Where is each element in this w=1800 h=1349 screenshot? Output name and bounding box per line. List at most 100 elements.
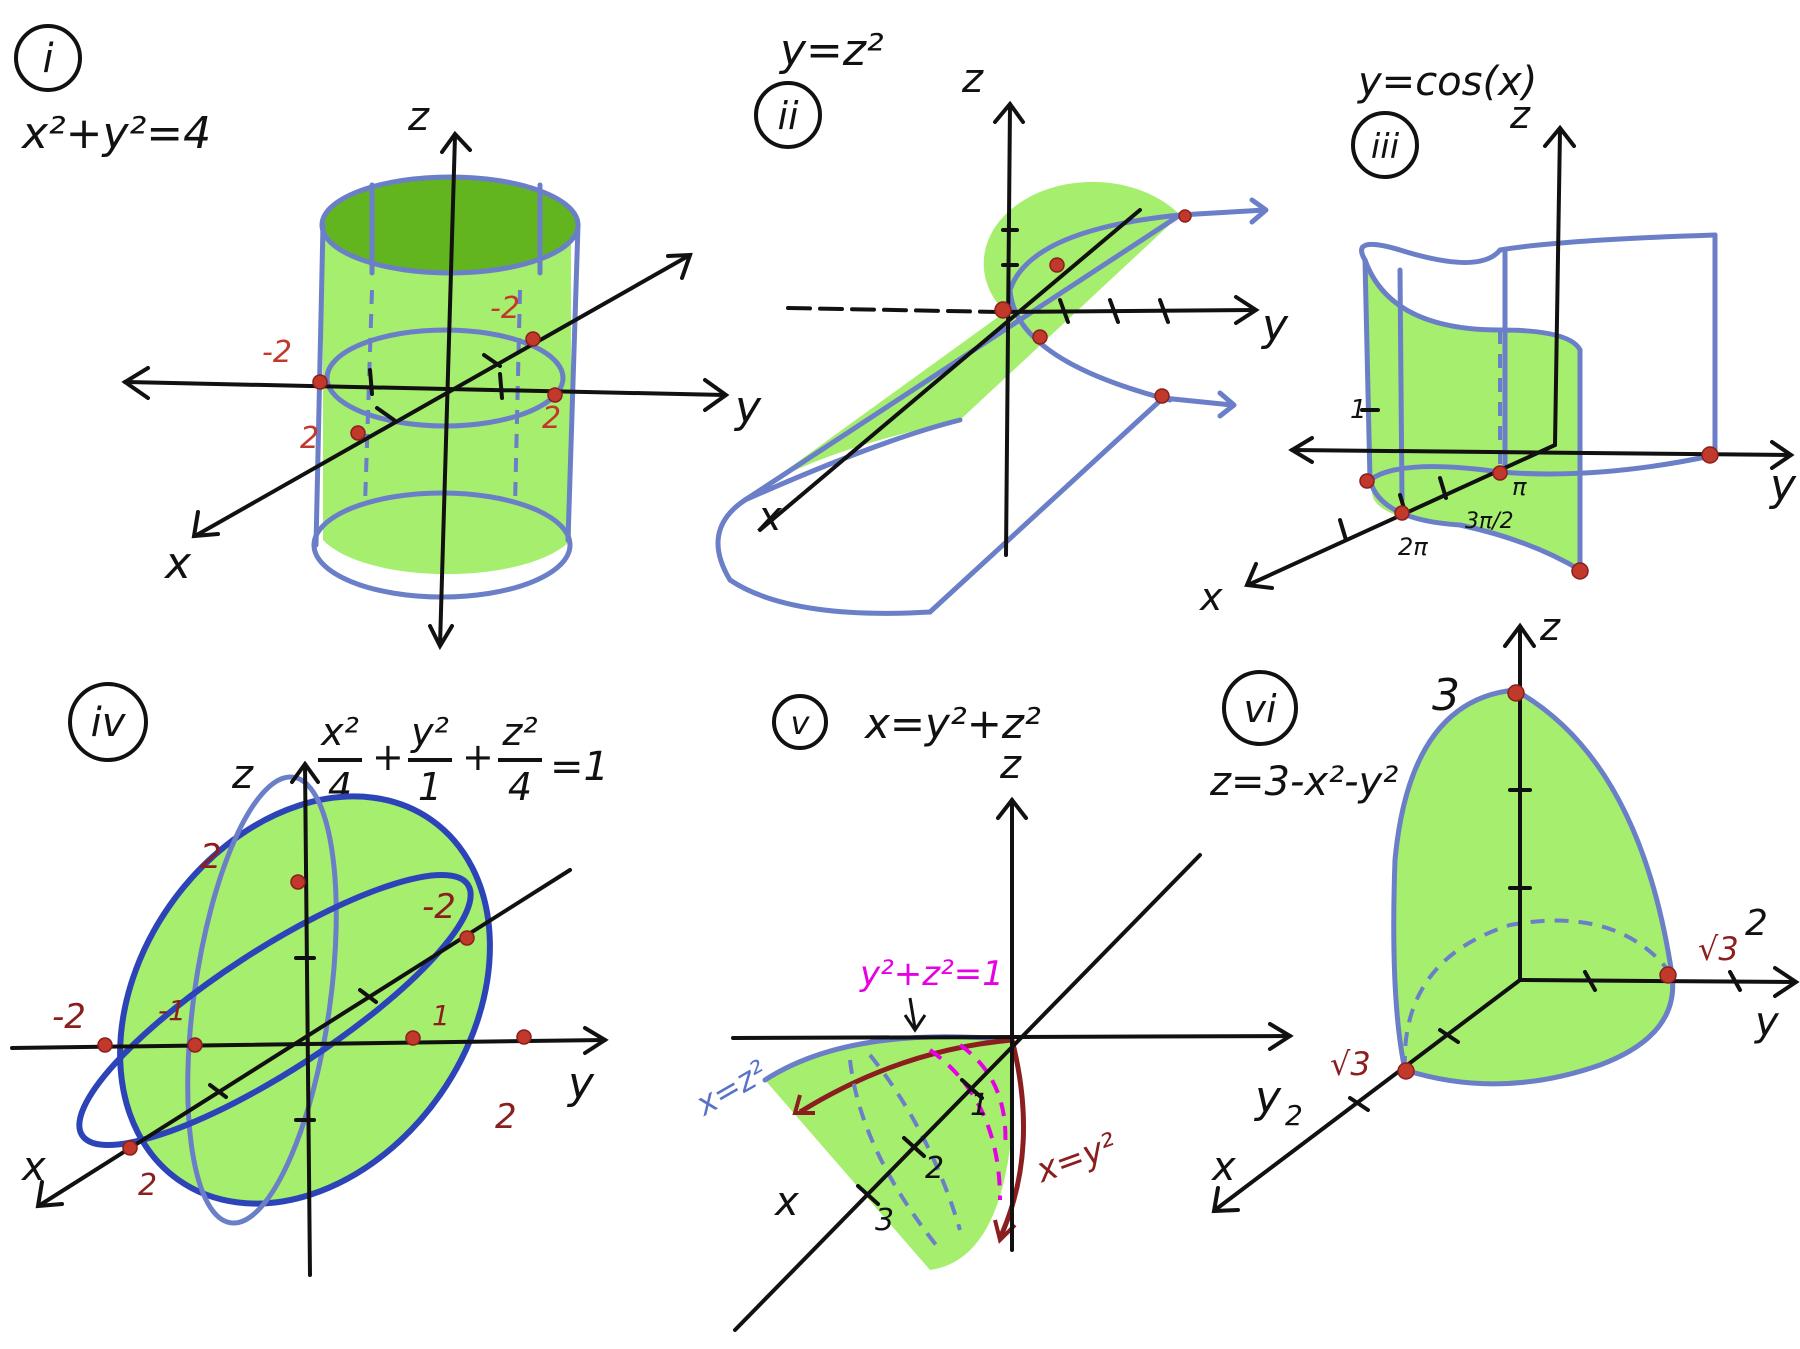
panel-v-x-axis (733, 853, 1202, 1332)
panel-iv-annotation-1-y: 1 (432, 999, 450, 1032)
panel-ii-label-circle (754, 81, 822, 149)
panel-iii-equation: y=cos(x) (1357, 59, 1537, 105)
panel-i-x-label: x (163, 538, 192, 589)
panel-iv-label-circle (68, 682, 148, 762)
panel-vi-annotation-3: 3 (1432, 670, 1460, 721)
panel-i-point-neg-x (525, 331, 541, 347)
panel-v-annotation-y-2: 2 (1285, 1099, 1303, 1132)
panel-vi-y-axis (1518, 978, 1797, 984)
panel-iv-eq-num-z: z² (501, 710, 537, 754)
panel-iv-eq-den-z: 4 (508, 765, 532, 809)
panel-ii-near-parabola (715, 497, 933, 616)
panel-ii-x-axis (758, 208, 1142, 532)
panel-i-point-y (547, 387, 563, 403)
svg-text:+: + (372, 735, 404, 779)
panel-iv-annotation-2-z: 2 (200, 837, 222, 877)
panel-iv-equation: x² 4 + y² 1 + z² 4 =1 (318, 710, 609, 809)
panel-iv-x-label: x (20, 1144, 46, 1190)
panel-i-cylinder-top (322, 177, 578, 273)
panel-i-y-label: y (733, 382, 762, 433)
panel-i-annotation-neg2-y: -2 (262, 335, 292, 370)
panel-i-z-label: z (407, 94, 430, 140)
panel-ii-parabolic-cylinder: y=z² ii z y x (715, 25, 1289, 616)
panel-ii-z-axis (1004, 103, 1012, 557)
panel-iv-ellipsoid: iv x² 4 + y² 1 + z² 4 =1 z y (10, 682, 609, 1277)
panel-vi-base-front (1402, 972, 1676, 1087)
panel-iv-eq-num-x: x² (320, 710, 359, 754)
panel-iv-eq-num-y: y² (410, 710, 449, 754)
panel-iii-annotation-2pi: 2π (1398, 533, 1428, 561)
panel-i-point-neg-y (312, 374, 328, 390)
panel-v-annotation-x-eq-y2: x=y² (1030, 1125, 1122, 1191)
panel-iv-annotation-neg2-x: -2 (422, 887, 456, 927)
panel-iii-x-label: x (1199, 575, 1223, 619)
panel-iii-annotation-1: 1 (1350, 395, 1367, 425)
panel-iv-annotation-neg1-y: -1 (158, 994, 186, 1027)
panel-vi-equation: z=3-x²-y² (1209, 759, 1398, 805)
panel-iv-y-label: y (566, 1058, 595, 1109)
panel-vi-x-axis (1213, 978, 1522, 1212)
panel-i-annotation-neg2-x: -2 (490, 291, 520, 326)
panel-i-label: i (42, 36, 53, 82)
panel-vi-z-label: z (1539, 605, 1561, 649)
panel-vi-y-label: y (1754, 999, 1780, 1045)
panel-iv-annotation-2-x: 2 (138, 1168, 157, 1203)
panel-v-x-eq-z2-trace (798, 1037, 1013, 1115)
panel-i-label-circle (14, 24, 82, 92)
panel-ii-equation: y=z² (778, 25, 884, 76)
panel-vi-left-profile (1391, 687, 1518, 1073)
panel-iv-eq-den-y: 1 (418, 765, 442, 809)
panel-vi-right-profile (1512, 687, 1675, 978)
panel-v-y-axis (731, 1034, 1292, 1040)
panel-v-y-label: y (1253, 1072, 1282, 1123)
panel-v-label-circle (772, 694, 828, 750)
panel-i-point-x (350, 425, 366, 441)
panel-iii-label-circle (1351, 111, 1419, 179)
svg-text:+: + (462, 735, 494, 779)
panel-vi-label-circle (1222, 670, 1298, 746)
panel-iii-front-top-curve (1362, 257, 1583, 353)
panel-ii-z-label: z (961, 56, 984, 102)
panel-v-equation: x=y²+z² (863, 699, 1041, 748)
panel-iv-z-axis (303, 763, 312, 1277)
panel-v-circle-trace (928, 1048, 1002, 1201)
panel-iv-z-label: z (231, 752, 254, 798)
panel-i-cylinder-right-edge (565, 222, 581, 543)
panel-iii-label: iii (1371, 127, 1400, 167)
panel-i-annotation-2-y: 2 (542, 401, 561, 436)
panel-v-annotation-3: 3 (875, 1203, 894, 1238)
panel-iii-z-axis (1553, 128, 1562, 447)
panel-ii-x-label: x (756, 494, 782, 540)
panel-ii-bottom-edge (927, 395, 1166, 615)
panel-v-z-label: z (999, 742, 1022, 788)
panel-v-annotation-x-eq-z2: x=z² (688, 1053, 773, 1124)
panel-vi-label: vi (1243, 687, 1276, 731)
panel-v-paraboloid: v x=y²+z² z y x y²+z²=1 x=z² x=y² 1 2 3 … (688, 694, 1303, 1332)
panel-iii-top-curve (1359, 232, 1718, 265)
panel-i-annotation-2-x: 2 (300, 421, 319, 456)
panel-v-annotation-circle: y²+z²=1 (859, 954, 1004, 994)
panel-iv-eq-rhs: =1 (550, 744, 609, 790)
panel-v-x-eq-y2-trace (997, 1039, 1027, 1240)
panel-i-y-axis (123, 380, 727, 397)
panel-iv-label: iv (91, 700, 127, 746)
panel-v-x-label: x (773, 1179, 799, 1225)
panel-iii-annotation-pi: π (1512, 473, 1527, 501)
panel-ii-y-axis (998, 308, 1257, 314)
panel-ii-y-label: y (1260, 300, 1289, 351)
panel-vi-downward-paraboloid: vi z=3-x²-y² z y x 3 √3 √3 2 (1209, 605, 1800, 1214)
panel-iii-annotation-3pi-2: 3π/2 (1465, 509, 1514, 534)
panel-ii-label: ii (777, 94, 799, 138)
panel-vi-annotation-sqrt3-y: √3 (1698, 930, 1739, 968)
panel-i-equation: x²+y²=4 (20, 108, 211, 159)
panel-vi-x-label: x (1210, 1144, 1236, 1190)
panel-i-x-axis (193, 253, 692, 538)
panel-iii-surface-front (1365, 260, 1580, 568)
panel-iv-ellipsoid-outline (117, 793, 493, 1207)
panel-v-annotation-2: 2 (925, 1151, 944, 1186)
panel-iii-y-label: y (1768, 460, 1797, 511)
panel-iii-cosine-cylinder: y=cos(x) iii z y x 1 π 3π/2 (1199, 59, 1797, 619)
panel-ii-surface (745, 181, 1180, 501)
panel-vi-surface (1393, 690, 1673, 1084)
